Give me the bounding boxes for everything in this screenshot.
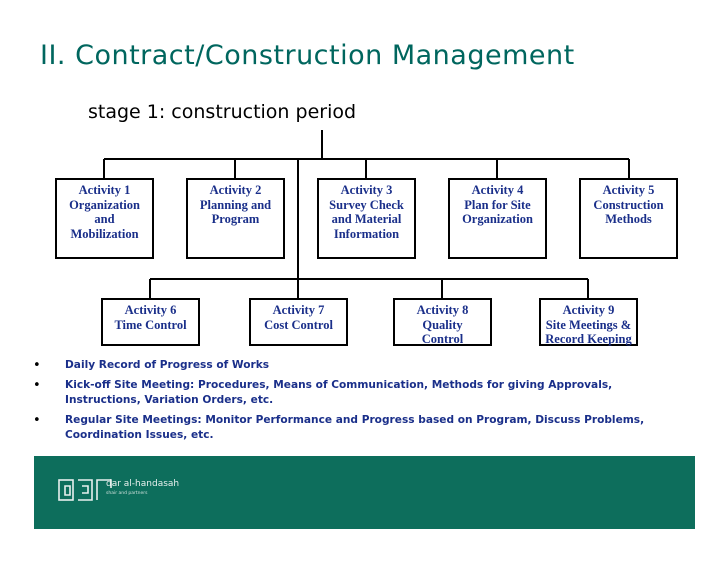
bullet-item: • Kick-off Site Meeting: Procedures, Mea…	[33, 378, 683, 408]
activity-label-2: Activity 2 Planning and Program	[199, 183, 272, 226]
activity-box-6: Activity 6 Time Control	[101, 298, 200, 346]
bullet-dot-icon: •	[33, 358, 41, 373]
activity-label-5: Activity 5 Construction Methods	[593, 183, 664, 226]
logo-name: dar al-handasah	[106, 479, 180, 489]
bullet-dot-icon: •	[33, 378, 41, 393]
footer-band: dar al-handasah shair and partners	[34, 456, 695, 529]
bullet-list: • Daily Record of Progress of Works • Ki…	[33, 358, 683, 448]
activity-box-7: Activity 7 Cost Control	[249, 298, 348, 346]
activity-box-5: Activity 5 Construction Methods	[579, 178, 678, 259]
bullet-dot-icon: •	[33, 413, 41, 428]
dar-logo-icon	[58, 479, 112, 501]
activity-label-9: Activity 9 Site Meetings & Record Keepin…	[545, 303, 632, 346]
activity-box-2: Activity 2 Planning and Program	[186, 178, 285, 259]
activity-box-4: Activity 4 Plan for Site Organization	[448, 178, 547, 259]
activity-box-9: Activity 9 Site Meetings & Record Keepin…	[539, 298, 638, 346]
activity-label-4: Activity 4 Plan for Site Organization	[462, 183, 533, 226]
activity-label-1: Activity 1 Organization and Mobilization	[69, 183, 140, 241]
activity-box-1: Activity 1 Organization and Mobilization	[55, 178, 154, 259]
slide-title: II. Contract/Construction Management	[40, 40, 575, 71]
bullet-text: Kick-off Site Meeting: Procedures, Means…	[65, 379, 613, 406]
bullet-text: Daily Record of Progress of Works	[65, 359, 270, 371]
bullet-item: • Daily Record of Progress of Works	[33, 358, 683, 373]
bullet-item: • Regular Site Meetings: Monitor Perform…	[33, 413, 683, 443]
bullet-text: Regular Site Meetings: Monitor Performan…	[65, 414, 645, 441]
activity-label-6: Activity 6 Time Control	[114, 303, 187, 332]
activity-label-7: Activity 7 Cost Control	[264, 303, 333, 332]
activity-box-3: Activity 3 Survey Check and Material Inf…	[317, 178, 416, 259]
slide-subtitle: stage 1: construction period	[88, 101, 357, 123]
activity-label-8: Activity 8 Quality Control	[416, 303, 469, 346]
activity-box-8: Activity 8 Quality Control	[393, 298, 492, 346]
activity-label-3: Activity 3 Survey Check and Material Inf…	[329, 183, 404, 241]
logo-subtext: shair and partners	[106, 491, 148, 496]
